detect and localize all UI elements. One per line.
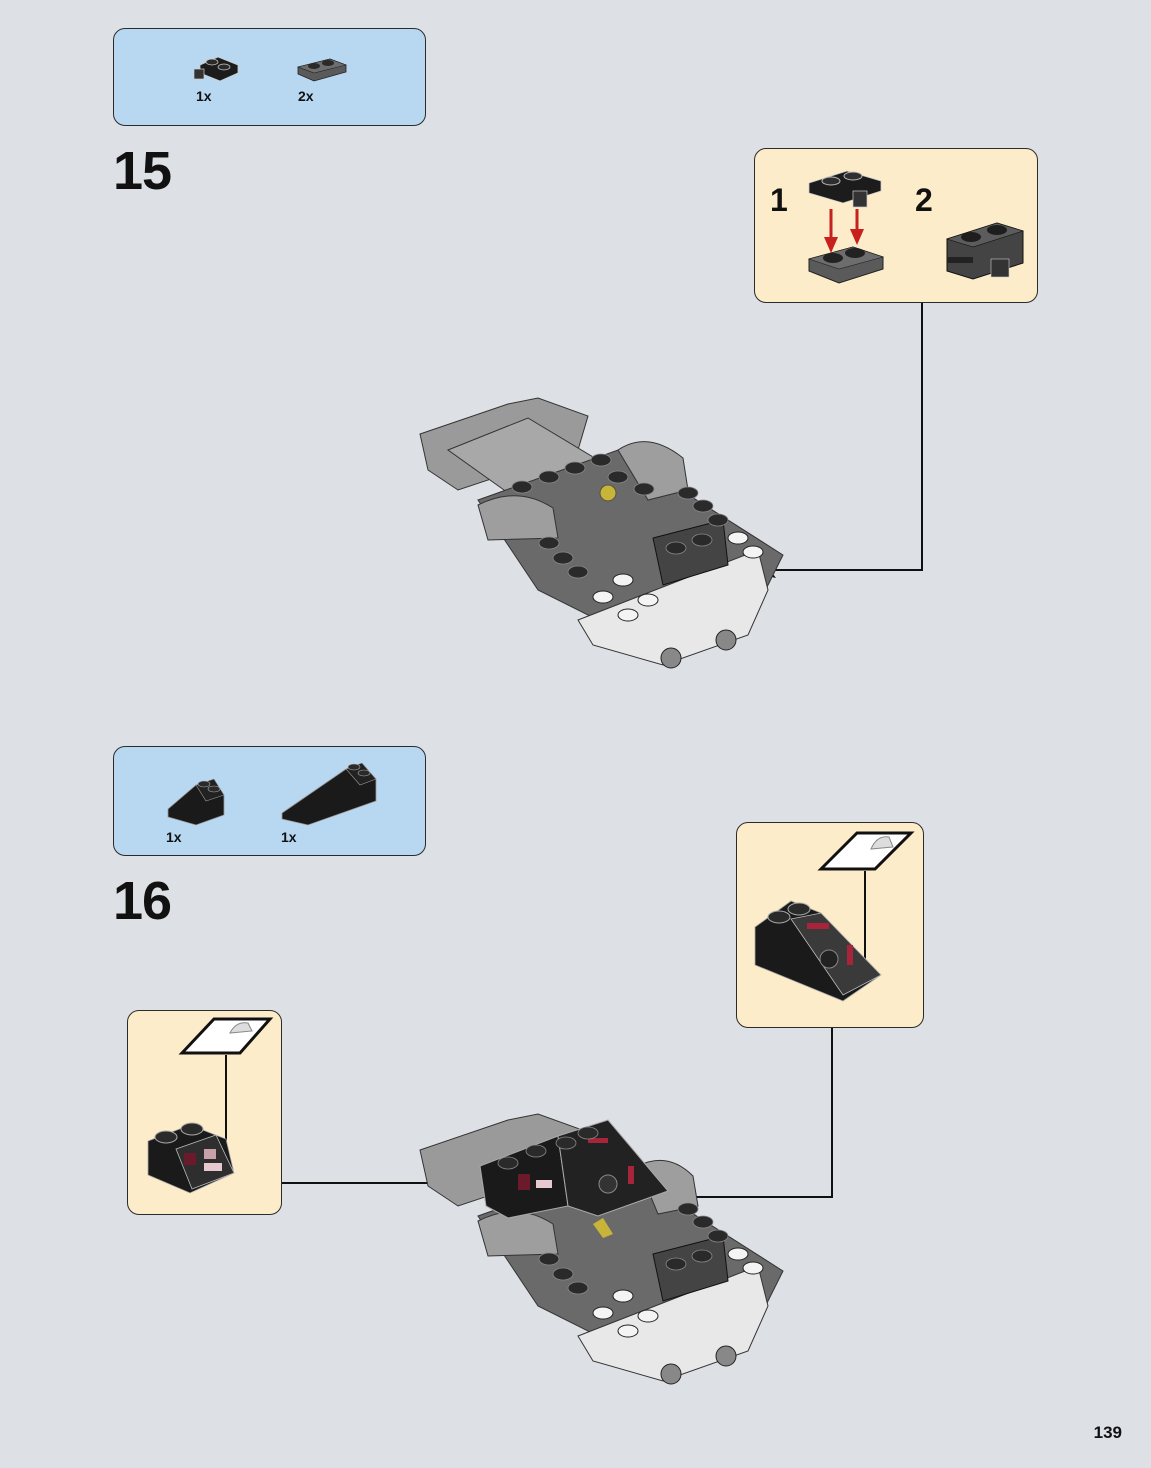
- hinge-plate-top-icon: [808, 170, 882, 208]
- hinge-plate-part-icon: [193, 56, 239, 82]
- page-number: 139: [1093, 1423, 1122, 1442]
- sticker-leader-line: [225, 1055, 227, 1151]
- step15-subassembly-callout: 1 2: [754, 148, 1038, 303]
- sticker-sheet-icon: [178, 1017, 274, 1055]
- slope-2x4-part-icon: [281, 762, 377, 826]
- step15-part2-qty: 2x: [298, 88, 314, 104]
- step16-sticker-callout-left: [127, 1010, 282, 1215]
- plate-1x2-base-icon: [807, 246, 885, 284]
- slope-2x4-with-sticker-icon: [754, 900, 882, 1002]
- step16-parts-box: 1x 1x: [113, 746, 426, 856]
- red-down-arrows-icon: [824, 209, 864, 253]
- step15-part1-qty: 1x: [196, 88, 212, 104]
- step15-model-illustration: [419, 397, 784, 669]
- slope-2x2-part-icon: [167, 778, 225, 826]
- step16-part2-qty: 1x: [281, 829, 297, 845]
- sticker-sheet-icon: [817, 831, 915, 871]
- step16-model-illustration: [419, 1113, 784, 1385]
- combined-bracket-icon: [945, 222, 1025, 280]
- step16-sticker-callout-right: [736, 822, 924, 1028]
- step15-parts-box: 1x 2x: [113, 28, 426, 126]
- step-number-15: 15: [113, 141, 172, 201]
- substep-1-label: 1: [770, 182, 788, 218]
- step-number-16: 16: [113, 871, 172, 931]
- substep-2-label: 2: [915, 182, 933, 218]
- sticker-leader-line: [864, 871, 866, 971]
- slope-2x2-with-sticker-icon: [147, 1122, 235, 1194]
- plate-1x2-part-icon: [296, 58, 348, 82]
- step16-part1-qty: 1x: [166, 829, 182, 845]
